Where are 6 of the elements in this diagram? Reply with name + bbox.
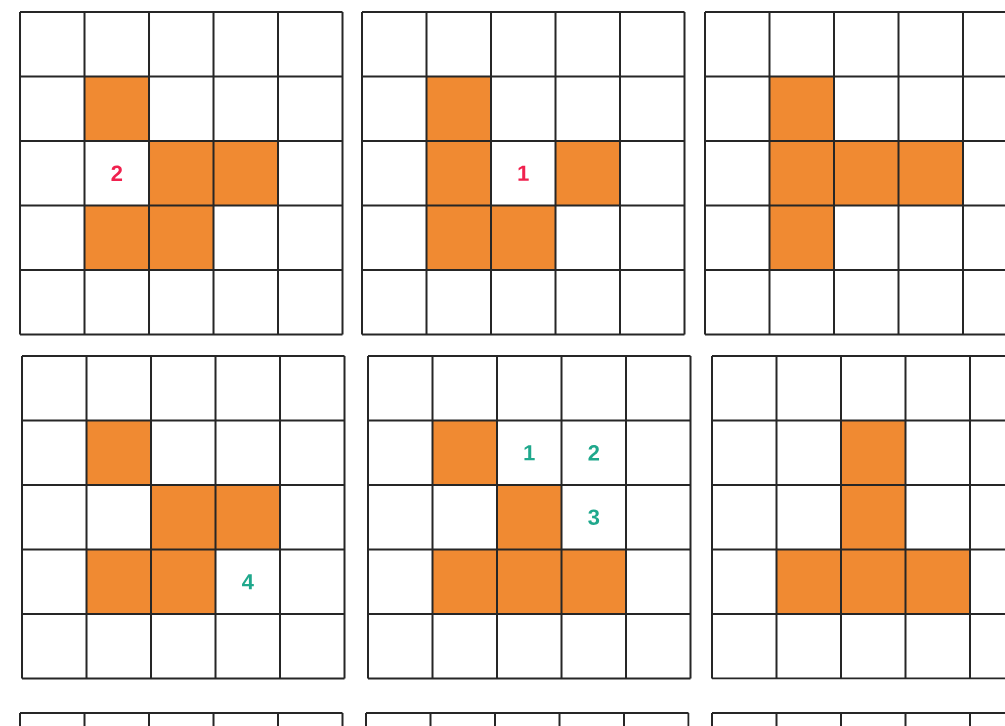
cell-number: 4 <box>242 574 254 590</box>
cell-number: 1 <box>524 445 535 461</box>
cell-number: 2 <box>111 165 123 181</box>
cell-number: 3 <box>588 509 600 525</box>
cell-number: 2 <box>588 445 600 461</box>
cell-number: 1 <box>518 165 529 181</box>
